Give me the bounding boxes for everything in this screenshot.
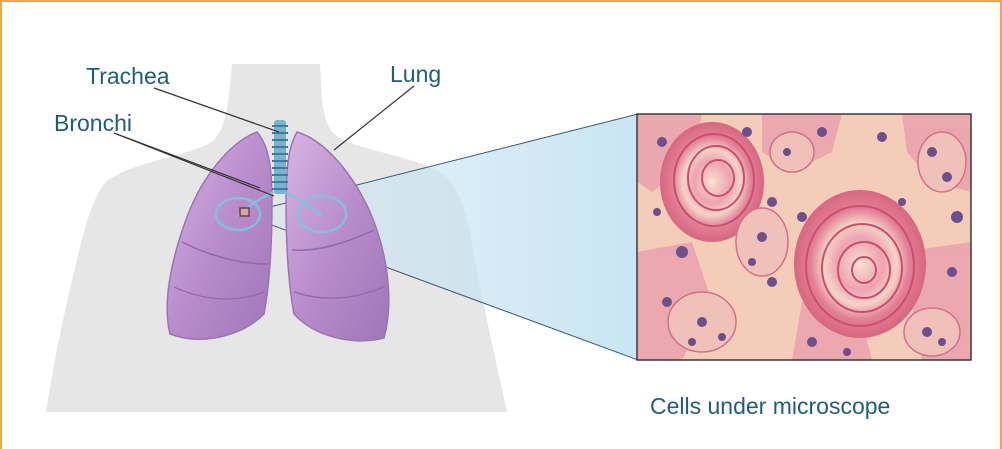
trachea bbox=[272, 120, 288, 194]
microscope-image bbox=[637, 114, 971, 360]
tumor-marker bbox=[240, 208, 249, 216]
bronchi-label: Bronchi bbox=[54, 110, 132, 136]
lung-label: Lung bbox=[390, 61, 441, 87]
microscope-caption: Cells under microscope bbox=[650, 393, 890, 419]
trachea-label: Trachea bbox=[86, 63, 170, 89]
lung-leader bbox=[334, 86, 414, 150]
